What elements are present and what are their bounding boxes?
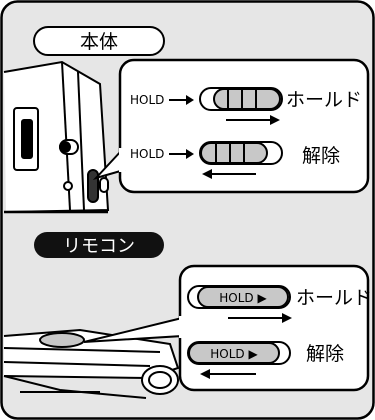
- slide-left-arrow-head: [202, 169, 212, 179]
- body-row-hold: HOLD ホールド: [130, 87, 362, 125]
- slide-switch-hold[interactable]: [199, 87, 283, 111]
- hold-text: HOLD: [130, 93, 164, 107]
- callout-pointer-mask: [119, 148, 125, 172]
- body-state-hold: ホールド: [286, 89, 362, 111]
- body-row-release: HOLD 解除: [130, 141, 340, 179]
- remote-state-release: 解除: [306, 343, 344, 365]
- slide-switch-release[interactable]: [199, 141, 283, 165]
- body-title-badge: [33, 26, 165, 56]
- remote-title-badge: [34, 232, 164, 258]
- remote-switch-release[interactable]: [187, 341, 291, 365]
- body-title: 本体: [80, 31, 118, 53]
- remote-switch-hold[interactable]: [187, 285, 291, 309]
- slide-right-arrow-head: [270, 115, 280, 125]
- remote-row-release: HOLD ▶ 解除: [187, 341, 344, 379]
- remote-state-hold: ホールド: [296, 287, 372, 309]
- remote-title: リモコン: [63, 236, 135, 257]
- section-body: 本体 HOLD: [3, 26, 370, 214]
- slide-left-arrow-head: [200, 369, 210, 379]
- remote-illustration: [3, 328, 180, 399]
- body-callout-panel: [118, 58, 370, 194]
- section-remote: リモコン HOLD ▶ ホールド: [3, 232, 372, 399]
- remote-switch-release-label: HOLD ▶: [210, 347, 258, 361]
- remote-switch-hold-label: HOLD ▶: [219, 291, 267, 305]
- remote-callout-pointer-mask: [179, 316, 185, 338]
- remote-row-hold: HOLD ▶ ホールド: [187, 285, 372, 323]
- camera-illustration: [3, 60, 110, 214]
- hold-arrow-head: [186, 95, 194, 105]
- slide-right-arrow-head: [282, 313, 292, 323]
- body-state-release: 解除: [302, 145, 340, 167]
- hold-text: HOLD: [130, 147, 164, 161]
- hold-arrow-head: [186, 149, 194, 159]
